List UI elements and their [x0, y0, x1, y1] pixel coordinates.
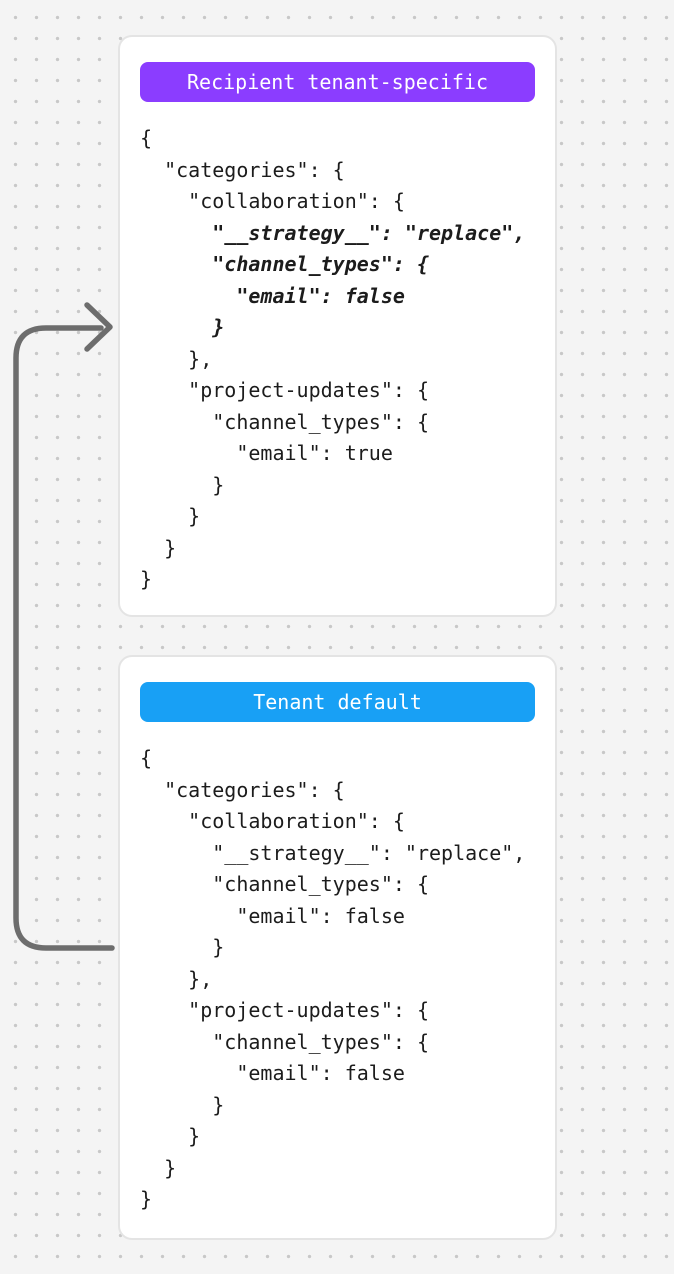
code-line: } [140, 1092, 225, 1117]
code-line: } [140, 504, 201, 528]
recipient-tenant-specific-json: { "categories": { "collaboration": { "__… [140, 123, 535, 596]
code-line: "__strategy__": "replace", [140, 220, 526, 245]
arrow-shaft [13, 325, 115, 951]
code-line: "collaboration": { [140, 189, 405, 213]
code-line: "email": false [140, 903, 405, 928]
recipient-tenant-specific-badge: Recipient tenant-specific [140, 62, 535, 102]
card-tenant-default: Tenant default { "categories": { "collab… [118, 655, 557, 1240]
tenant-default-badge: Tenant default [140, 682, 535, 722]
code-line: "collaboration": { [140, 809, 405, 833]
card-recipient-tenant-specific: Recipient tenant-specific { "categories"… [118, 35, 557, 617]
code-line: }, [140, 966, 213, 991]
code-line: { [140, 126, 153, 150]
code-line: "categories": { [140, 777, 345, 802]
code-line: }, [140, 346, 213, 371]
code-line: } [140, 935, 225, 959]
code-line: "email": false [140, 283, 405, 308]
code-line: "channel_types": { [140, 409, 429, 434]
code-line: "categories": { [140, 157, 345, 182]
code-line: "project-updates": { [140, 998, 429, 1022]
code-line: } [140, 1124, 201, 1148]
code-line: "channel_types": { [140, 252, 429, 276]
code-line: "channel_types": { [140, 1029, 429, 1054]
code-line: } [140, 567, 153, 591]
code-line: "channel_types": { [140, 872, 429, 896]
code-line: { [140, 746, 153, 770]
code-line: } [140, 1187, 153, 1211]
tenant-default-json: { "categories": { "collaboration": { "__… [140, 743, 535, 1216]
arrow-head [84, 302, 113, 352]
code-line: } [140, 315, 225, 339]
code-line: } [140, 1155, 177, 1180]
code-line: } [140, 472, 225, 497]
code-line: "__strategy__": "replace", [140, 840, 526, 865]
code-line: } [140, 535, 177, 560]
code-line: "email": true [140, 441, 393, 465]
code-line: "project-updates": { [140, 378, 429, 402]
code-line: "email": false [140, 1061, 405, 1085]
